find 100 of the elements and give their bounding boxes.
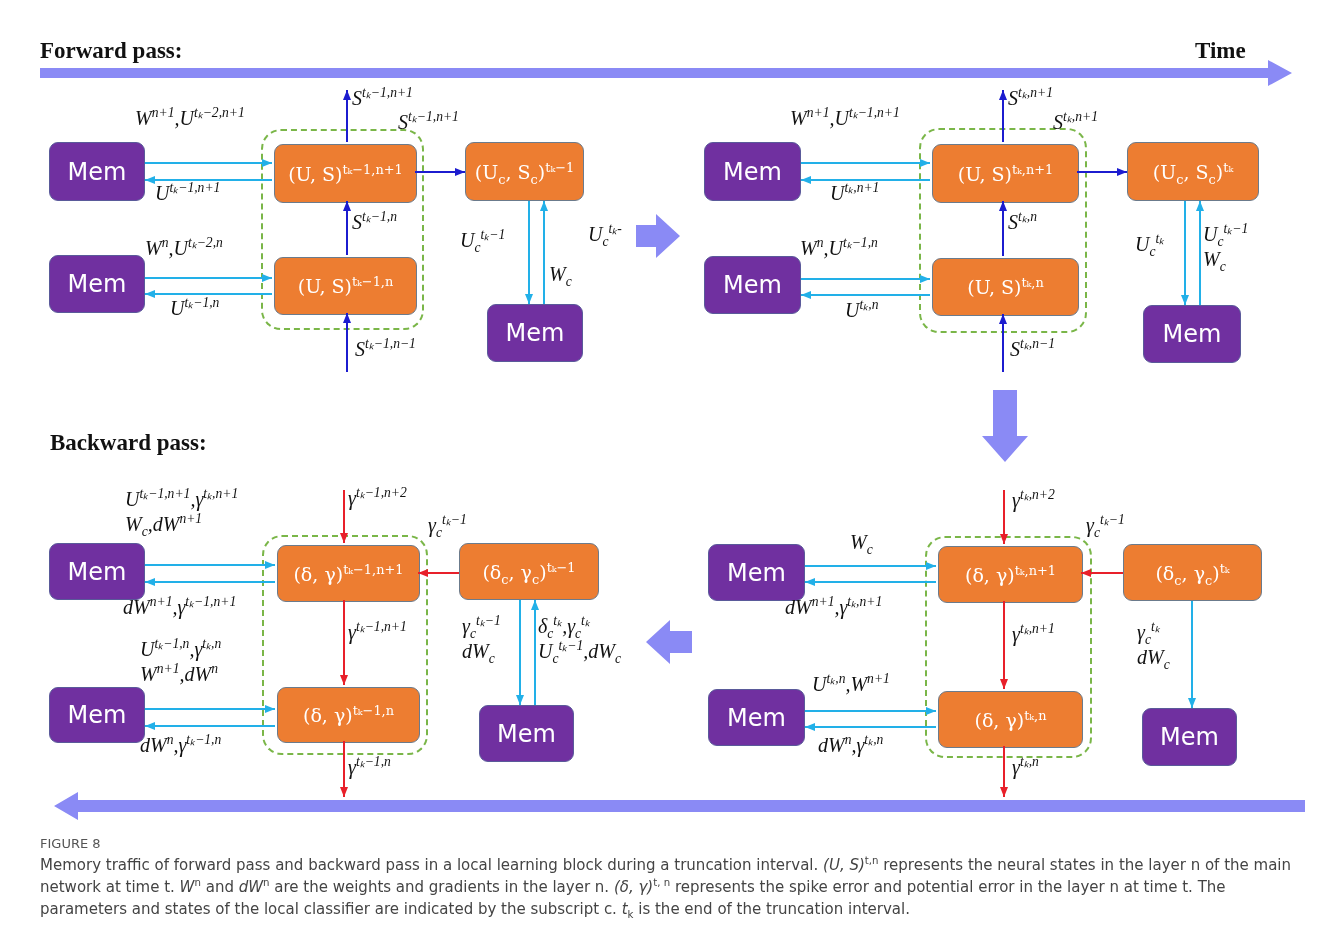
arrow: [804, 723, 937, 731]
arrow: [531, 599, 539, 706]
state-box: (U$_{c}$, S$_{c}$)$^{tₖ}$: [1127, 142, 1259, 201]
memory-box: Mem: [49, 255, 145, 313]
arrow: [804, 578, 937, 586]
edge-label: W$^{n}$,U$^{tₖ−1,n}$: [800, 236, 878, 261]
edge-label: S$^{tₖ,n+1}$: [1053, 110, 1098, 135]
section-heading: Backward pass:: [50, 430, 207, 456]
memory-box: Mem: [704, 256, 801, 314]
edge-label: U$^{tₖ,n}$,W$^{n+1}$: [812, 672, 890, 697]
edge-label: S$^{tₖ,n+1}$: [1008, 86, 1053, 111]
dashed-group-box: [261, 129, 424, 330]
memory-box: Mem: [487, 304, 583, 362]
arrow: [1080, 569, 1124, 577]
state-box: (δ, γ)$^{tₖ,n+1}$: [938, 546, 1083, 603]
arrow: [800, 176, 931, 184]
state-box: (δ, γ)$^{tₖ,n}$: [938, 691, 1083, 748]
dashed-group-box: [925, 536, 1092, 758]
memory-box: Mem: [1142, 708, 1237, 766]
edge-label: S$^{tₖ,n−1}$: [1010, 337, 1055, 362]
arrow: [144, 578, 276, 586]
state-box: (δ, γ)$^{tₖ−1,n+1}$: [277, 545, 420, 602]
arrow: [144, 290, 273, 298]
memory-box: Mem: [49, 142, 145, 201]
arrow: [800, 291, 931, 299]
dashed-group-box: [262, 535, 428, 755]
arrow: [1181, 200, 1189, 306]
arrow: [525, 200, 533, 305]
arrow: [1196, 200, 1204, 306]
arrow: [1000, 745, 1008, 798]
caption: Memory traffic of forward pass and backward pass in a local learning block during a truncation interval. (U, S)$^{t,n}$ represents the neural states in the layer n of the main network at time t. W$^{n}$ and dW$^{n}$ are the weights and gradients in the layer n. (δ, γ)$^{t, n}$ represents the spike error and potential error in the layer n at time t. The parameters and states of the local classifier are indicated by the subscript c. t$_{k}$ is the end of the truncation interval.: [40, 855, 1293, 921]
arrow: [144, 722, 276, 730]
arrow: [1076, 168, 1128, 176]
arrow: [343, 200, 351, 256]
arrow: [1000, 600, 1008, 690]
arrow: [144, 705, 276, 713]
edge-label: U$^{tₖ,n}$: [845, 298, 879, 323]
arrow: [999, 313, 1007, 373]
arrow: [343, 312, 351, 373]
arrow: [999, 89, 1007, 143]
arrow: [144, 561, 276, 569]
state-box: (δ, γ)$^{tₖ−1,n}$: [277, 687, 420, 743]
state-box: (U, S)$^{tₖ,n}$: [932, 258, 1079, 316]
state-box: (U$_{c}$, S$_{c}$)$^{tₖ−1}$: [465, 142, 584, 201]
memory-box: Mem: [479, 705, 574, 762]
arrow: [516, 599, 524, 706]
arrow: [804, 707, 937, 715]
edge-label: U$^{tₖ,n+1}$: [830, 181, 880, 206]
edge-label: γ$^{tₖ−1,n}$: [348, 755, 391, 780]
arrow: [343, 89, 351, 143]
edge-label: S$^{tₖ−1,n+1}$: [352, 86, 413, 111]
state-box: (δ$_{c}$, γ$_{c}$)$^{tₖ−1}$: [459, 543, 599, 600]
memory-box: Mem: [49, 543, 145, 600]
arrow: [1188, 600, 1196, 709]
edge-label: γ$^{tₖ,n+1}$: [1012, 622, 1055, 647]
edge-label: W$^{n+1}$,U$^{tₖ−1,n+1}$: [790, 106, 900, 131]
arrow: [144, 159, 273, 167]
edge-label: U$^{tₖ−1,n+1}$,γ$^{tₖ,n+1}$ W$_{c}$,dW$^{n+1}$: [125, 487, 239, 537]
state-box: (U, S)$^{tₖ,n+1}$: [932, 144, 1079, 203]
arrow: [1000, 489, 1008, 545]
arrow: [144, 176, 273, 184]
arrow: [540, 200, 548, 305]
memory-box: Mem: [704, 142, 801, 201]
arrow: [340, 599, 348, 686]
edge-label: γ$^{tₖ−1,n+1}$: [348, 620, 407, 645]
edge-label: U$^{tₖ−1,n+1}$: [155, 181, 221, 206]
edge-label: γ$^{tₖ−1,n+2}$: [348, 486, 407, 511]
edge-label: U$^{tₖ−1,n}$: [170, 296, 220, 321]
figure-number: FIGURE 8: [40, 836, 101, 851]
edge-label: γ$^{tₖ,n}$: [1012, 755, 1039, 780]
memory-box: Mem: [1143, 305, 1241, 363]
arrow: [417, 569, 460, 577]
edge-label: W$_{c}$: [850, 530, 873, 555]
edge-label: W$^{n}$,U$^{tₖ−2,n}$: [145, 236, 223, 261]
edge-label: W$^{n+1}$,U$^{tₖ−2,n+1}$: [135, 106, 245, 131]
arrow: [804, 562, 937, 570]
state-box: (U, S)$^{tₖ−1,n}$: [274, 257, 417, 315]
dashed-group-box: [919, 128, 1087, 333]
state-box: (δ$_{c}$, γ$_{c}$)$^{tₖ}$: [1123, 544, 1262, 601]
memory-box: Mem: [49, 687, 145, 743]
edge-label: U$^{tₖ−1,n}$,γ$^{tₖ,n}$ W$^{n+1}$,dW$^{n}$: [140, 637, 222, 687]
arrow: [800, 159, 931, 167]
arrow: [144, 274, 273, 282]
arrow: [999, 200, 1007, 257]
edge-label: S$^{tₖ−1,n−1}$: [355, 337, 416, 362]
edge-label: S$^{tₖ−1,n}$: [352, 210, 397, 235]
edge-label: dW$^{n}$,γ$^{tₖ,n}$: [818, 733, 884, 758]
memory-box: Mem: [708, 544, 805, 601]
edge-label: W$_{c}$: [549, 262, 572, 287]
arrow: [340, 489, 348, 544]
arrow: [340, 740, 348, 798]
arrow: [414, 168, 466, 176]
section-heading: Time: [1195, 38, 1246, 64]
state-box: (U, S)$^{tₖ−1,n+1}$: [274, 144, 417, 203]
memory-box: Mem: [708, 689, 805, 746]
section-heading: Forward pass:: [40, 38, 183, 64]
edge-label: S$^{tₖ,n}$: [1008, 210, 1037, 235]
edge-label: γ$^{tₖ,n+2}$: [1012, 488, 1055, 513]
edge-label: S$^{tₖ−1,n+1}$: [398, 110, 459, 135]
arrow: [800, 275, 931, 283]
